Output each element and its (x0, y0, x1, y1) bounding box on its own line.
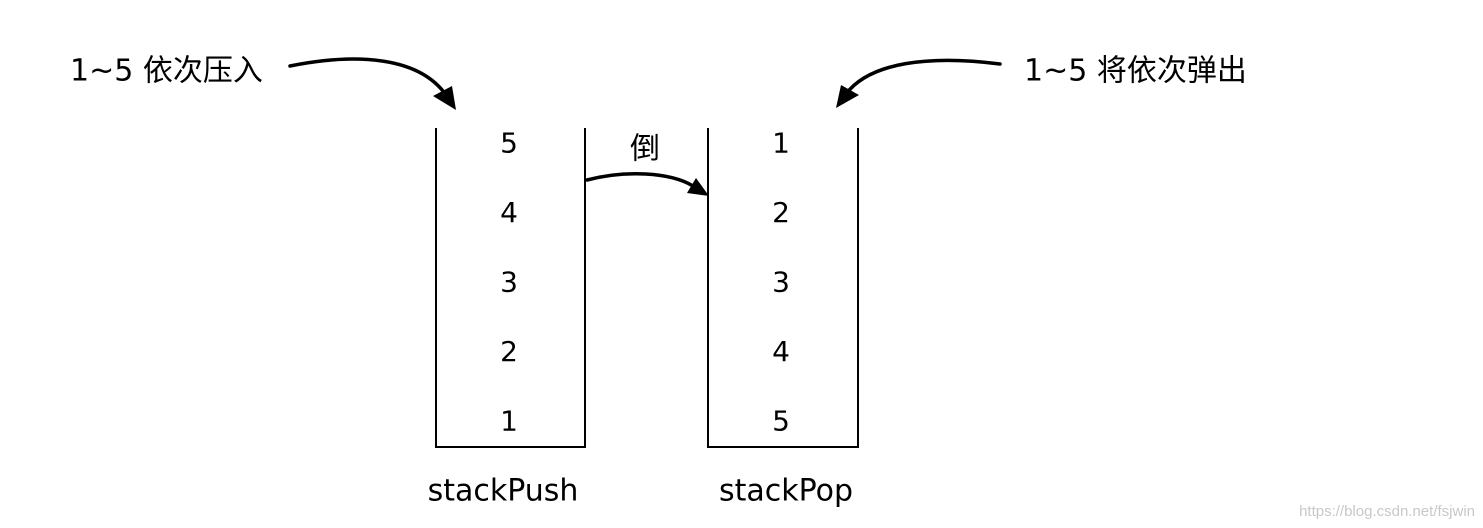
stack-push-item: 1 (500, 405, 518, 438)
push-arrow (288, 57, 456, 110)
stack-pop-item: 2 (772, 196, 790, 229)
transfer-label: 倒 (630, 132, 660, 167)
stack-push-container (435, 128, 586, 448)
push-caption: 1~5 依次压入 (70, 54, 263, 89)
stack-push-item: 5 (500, 127, 518, 160)
stack-pop-label: stackPop (719, 474, 853, 509)
stack-pop-item: 5 (772, 405, 790, 438)
stack-push-label: stackPush (428, 474, 579, 509)
stack-push: 5 4 3 2 1 stackPush (428, 127, 586, 509)
stack-pop-item: 4 (772, 335, 790, 368)
stack-push-item: 2 (500, 335, 518, 368)
stack-pop-container (707, 128, 859, 448)
stack-pop: 1 2 3 4 5 stackPop (707, 127, 859, 509)
pop-caption: 1~5 将依次弹出 (1024, 54, 1247, 89)
transfer-arrow: 倒 (585, 132, 709, 196)
stack-pop-item: 3 (772, 266, 790, 299)
watermark: https://blog.csdn.net/fsjwin (1299, 503, 1475, 520)
pop-arrow (836, 58, 1002, 108)
stack-push-item: 4 (500, 196, 518, 229)
stack-pop-item: 1 (772, 127, 790, 160)
stack-push-item: 3 (500, 266, 518, 299)
stack-pop-items: 1 2 3 4 5 (772, 127, 790, 438)
stack-push-items: 5 4 3 2 1 (500, 127, 518, 438)
